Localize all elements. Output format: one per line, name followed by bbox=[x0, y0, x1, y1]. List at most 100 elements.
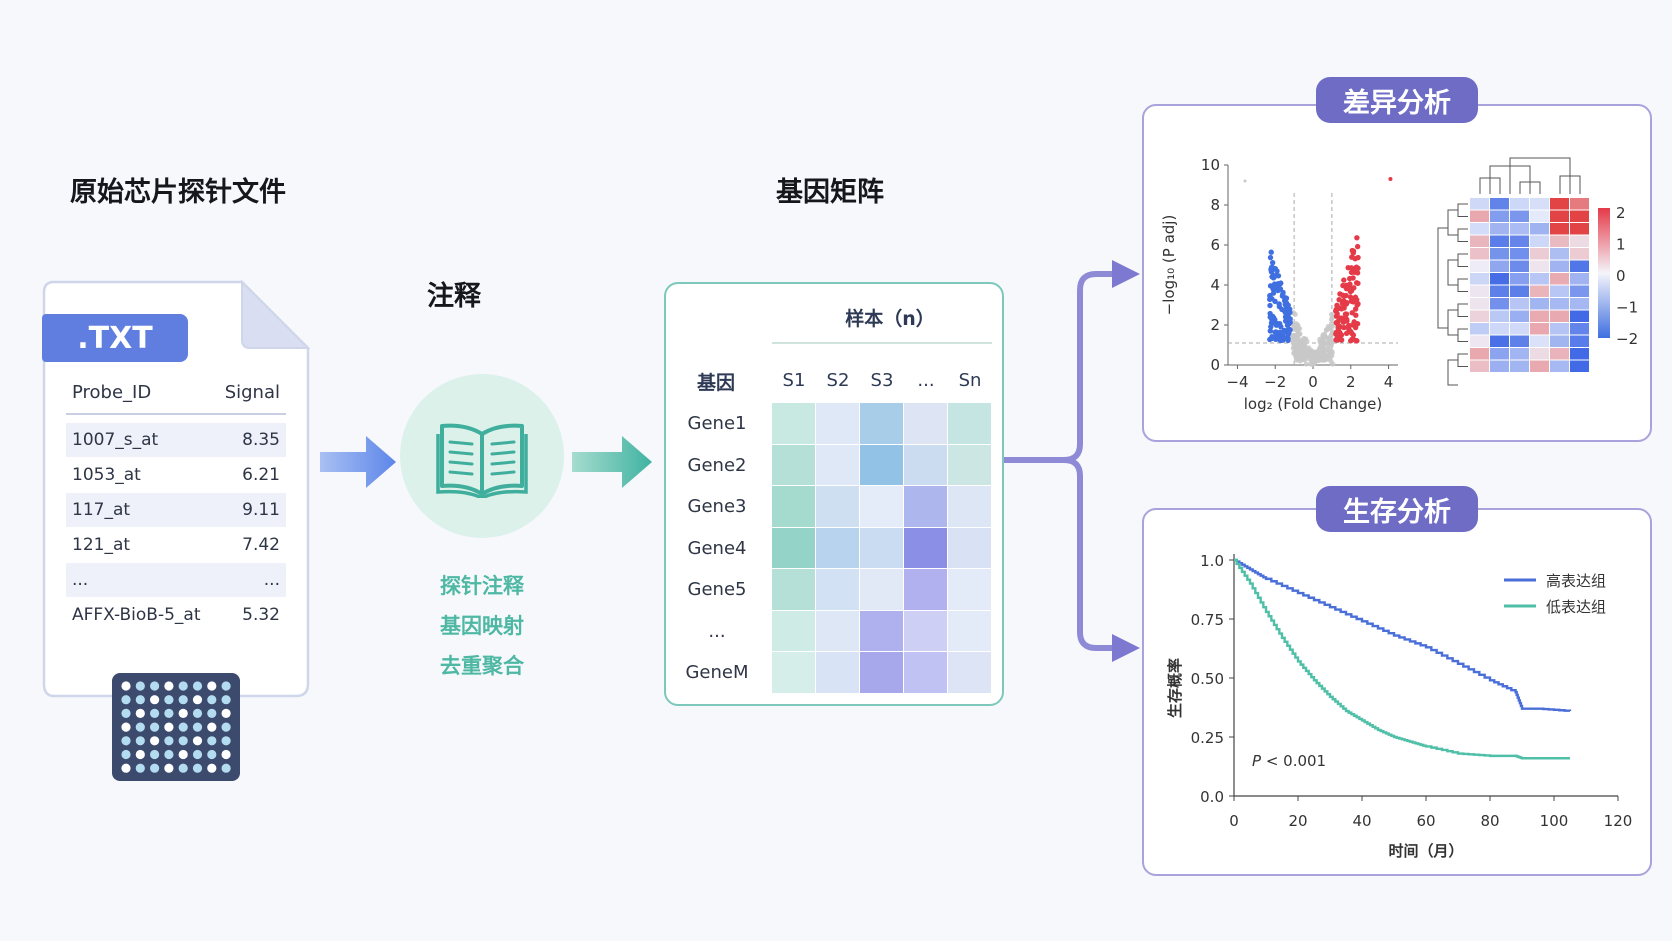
heatmap-cell bbox=[1570, 310, 1589, 322]
volcano-point-up bbox=[1334, 310, 1340, 317]
probe-signal: 7.42 bbox=[242, 535, 280, 555]
km-y-tick-label: 0.0 bbox=[1200, 788, 1224, 806]
arrow-annotate-to-matrix bbox=[572, 436, 652, 488]
matrix-row-label: Gene3 bbox=[687, 496, 747, 517]
heatmap-cell bbox=[1510, 335, 1529, 347]
probe-table-header: Probe_ID Signal bbox=[66, 382, 286, 415]
matrix-col-header: ... bbox=[917, 370, 935, 391]
heatmap-cell bbox=[1510, 323, 1529, 335]
chip-dot bbox=[207, 722, 217, 732]
matrix-cell bbox=[860, 486, 903, 527]
step-probe-annotation: 探针注释 bbox=[440, 574, 524, 598]
annotate-title: 注释 bbox=[427, 281, 481, 312]
volcano-point-down bbox=[1267, 302, 1273, 309]
matrix-row-label: GeneM bbox=[685, 662, 749, 683]
heatmap-cell bbox=[1530, 260, 1549, 272]
heatmap-cell bbox=[1470, 335, 1489, 347]
heatmap-cell bbox=[1490, 360, 1509, 372]
volcano-point-up bbox=[1353, 264, 1360, 270]
chip-dot bbox=[192, 749, 203, 760]
chip-dot bbox=[207, 749, 217, 760]
matrix-col-header: S3 bbox=[870, 370, 894, 391]
heatmap-cell bbox=[1530, 335, 1549, 347]
arrow-file-to-annotate bbox=[320, 436, 396, 488]
heatmap-scale-label: 2 bbox=[1616, 204, 1626, 222]
heatmap-cell bbox=[1490, 298, 1509, 310]
volcano-point-down bbox=[1275, 333, 1281, 339]
probe-id: ... bbox=[72, 570, 89, 590]
heatmap-row-dendrogram bbox=[1457, 278, 1468, 292]
heatmap-cell bbox=[1530, 310, 1549, 322]
chip-dot bbox=[121, 763, 131, 773]
heatmap-cell bbox=[1510, 285, 1529, 297]
matrix-cell bbox=[772, 610, 815, 651]
matrix-cell bbox=[948, 610, 991, 651]
heatmap-cell bbox=[1470, 210, 1489, 222]
heatmap-cell bbox=[1550, 198, 1569, 210]
survival-panel bbox=[1142, 508, 1652, 876]
probe-id: AFFX-BioB-5_at bbox=[72, 605, 201, 625]
p-symbol: P bbox=[1252, 752, 1262, 770]
heatmap-cell bbox=[1490, 198, 1509, 210]
volcano-point-down bbox=[1283, 300, 1290, 306]
matrix-cell bbox=[904, 444, 947, 485]
heatmap-cell bbox=[1490, 323, 1509, 335]
volcano-point-up bbox=[1354, 243, 1361, 250]
volcano-point-up bbox=[1350, 332, 1357, 338]
heatmap-cell bbox=[1570, 273, 1589, 285]
volcano-point bbox=[1309, 357, 1315, 363]
chip-dot bbox=[121, 749, 131, 760]
chip-dot bbox=[221, 749, 231, 760]
matrix-cell bbox=[904, 652, 947, 693]
matrix-cell bbox=[816, 569, 859, 610]
volcano-point bbox=[1320, 356, 1326, 362]
heatmap-cell bbox=[1510, 348, 1529, 360]
signal-col-header: Signal bbox=[224, 382, 280, 403]
km-x-tick-label: 80 bbox=[1480, 812, 1499, 830]
volcano-point bbox=[1243, 179, 1247, 183]
volcano-point-down bbox=[1272, 329, 1278, 335]
matrix-cell bbox=[948, 486, 991, 527]
heatmap-cell bbox=[1470, 235, 1489, 247]
volcano-point-up bbox=[1336, 296, 1342, 303]
heatmap-cell bbox=[1570, 335, 1589, 347]
volcano-x-tick-label: 4 bbox=[1384, 373, 1394, 391]
volcano-point bbox=[1316, 352, 1322, 358]
heatmap-cell bbox=[1530, 298, 1549, 310]
heatmap-cell bbox=[1550, 235, 1569, 247]
heatmap-cell bbox=[1470, 198, 1489, 210]
volcano-point-up bbox=[1352, 306, 1359, 312]
volcano-point bbox=[1304, 355, 1310, 361]
volcano-point-down bbox=[1284, 316, 1291, 322]
heatmap-cell bbox=[1570, 348, 1589, 360]
heatmap-cell bbox=[1490, 285, 1509, 297]
volcano-point-down bbox=[1269, 335, 1276, 341]
txt-tab: .TXT bbox=[42, 314, 188, 362]
volcano-point-up bbox=[1335, 318, 1341, 324]
volcano-point-down bbox=[1268, 249, 1274, 255]
chip-dot bbox=[150, 749, 160, 760]
matrix-cell bbox=[860, 403, 903, 444]
volcano-point-up bbox=[1337, 291, 1343, 297]
volcano-point bbox=[1309, 361, 1316, 367]
matrix-cell bbox=[948, 652, 991, 693]
heatmap-cell bbox=[1510, 223, 1529, 235]
heatmap-cell bbox=[1490, 310, 1509, 322]
microarray-chip-icon bbox=[112, 673, 240, 781]
chip-dot bbox=[135, 736, 145, 746]
chip-dot bbox=[192, 722, 203, 732]
volcano-point bbox=[1294, 331, 1300, 338]
volcano-point-up bbox=[1341, 324, 1347, 331]
heatmap-cell bbox=[1530, 348, 1549, 360]
heatmap-cell bbox=[1470, 310, 1489, 322]
heatmap-cell bbox=[1510, 248, 1529, 260]
chip-dot bbox=[221, 763, 231, 773]
volcano-point-up bbox=[1341, 305, 1347, 311]
heatmap-cell bbox=[1570, 223, 1589, 235]
matrix-cell bbox=[904, 486, 947, 527]
volcano-point bbox=[1328, 341, 1334, 347]
chip-dot bbox=[164, 749, 174, 760]
